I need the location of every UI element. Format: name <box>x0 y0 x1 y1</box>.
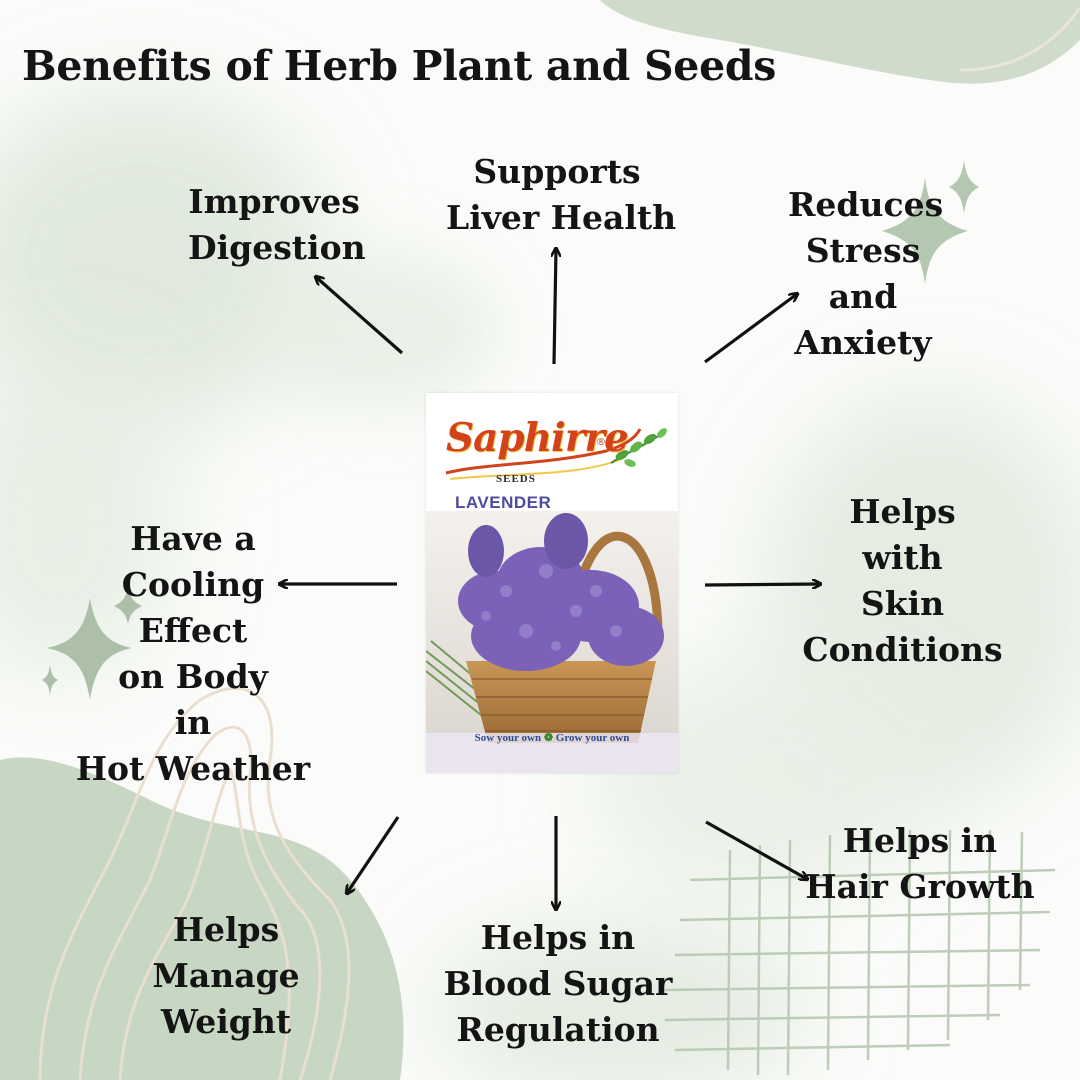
benefit-line: Digestion <box>188 228 366 267</box>
benefit-line: Conditions <box>802 630 1003 669</box>
contour-lines <box>38 686 351 1080</box>
corner-line <box>959 7 1080 72</box>
arrow-improves-digestion <box>316 277 404 355</box>
benefit-line: Improves <box>188 182 360 221</box>
benefit-line: Anxiety <box>794 323 932 362</box>
arrow-reduces-stress <box>704 294 797 364</box>
watercolor-wash <box>0 360 180 680</box>
brand-swoosh <box>445 428 667 480</box>
benefit-line: Helps <box>849 492 956 531</box>
watercolor-wash <box>260 250 500 410</box>
leaf-icon: ❁ <box>543 732 554 744</box>
corner-blob <box>600 0 1080 84</box>
page-title: Benefits of Herb Plant and Seeds <box>22 42 777 90</box>
sparkle-icon <box>882 178 968 284</box>
benefit-line: Helps in <box>480 918 636 957</box>
benefit-line: Hot Weather <box>75 749 311 788</box>
benefit-line: Cooling <box>121 565 265 604</box>
benefit-line: Blood Sugar <box>443 964 673 1003</box>
benefit-blood-sugar: Helps in Blood Sugar Regulation <box>440 915 676 1053</box>
variety-name: LAVENDER <box>455 493 552 512</box>
benefit-improves-digestion: Improves Digestion <box>188 179 366 271</box>
benefit-line: Have a <box>130 519 256 558</box>
benefit-line: Helps in <box>842 821 998 860</box>
benefit-line: Stress <box>805 231 921 270</box>
benefit-line: in <box>174 703 212 742</box>
tagline-right: Grow your own <box>555 732 630 744</box>
sparkle-icon <box>46 598 132 700</box>
tagline-left: Sow your own <box>474 732 542 744</box>
benefit-liver-health: Supports Liver Health <box>446 149 677 241</box>
brand-logo: Saphirre <box>446 415 629 461</box>
watercolor-wash <box>430 920 810 1080</box>
benefit-line: Manage <box>152 956 300 995</box>
arrow-skin-conditions <box>704 584 820 585</box>
benefit-line: and <box>828 277 898 316</box>
benefit-cooling-effect: Have a Cooling Effect on Body in Hot Wea… <box>70 516 316 792</box>
benefit-line: Helps <box>172 910 280 949</box>
sparkle-icon <box>949 160 979 214</box>
arrow-liver-health <box>554 249 556 365</box>
arrow-manage-weight <box>347 816 400 893</box>
benefit-hair-growth: Helps in Hair Growth <box>804 818 1036 910</box>
registered-mark: ® <box>596 437 606 448</box>
benefit-line: Hair Growth <box>805 867 1035 906</box>
corner-blob <box>0 757 404 1080</box>
benefit-skin-conditions: Helps with Skin Conditions <box>800 489 1005 673</box>
lavender-basket-photo <box>426 511 678 773</box>
benefit-line: Regulation <box>456 1010 660 1049</box>
benefit-line: on Body <box>118 657 268 696</box>
benefit-line: with <box>862 538 943 577</box>
benefit-line: Reduces <box>788 185 944 224</box>
grid-pattern <box>664 829 1056 1076</box>
packet-tagline: Sow your own ❁ Grow your own <box>426 731 678 744</box>
benefit-manage-weight: Helps Manage Weight <box>150 907 302 1045</box>
benefit-line: Liver Health <box>446 198 677 237</box>
arrow-hair-growth <box>705 820 807 879</box>
benefit-line: Weight <box>160 1002 292 1041</box>
benefit-reduces-stress: Reduces Stress and Anxiety <box>788 182 944 366</box>
benefit-line: Effect <box>138 611 248 650</box>
seed-packet: Saphirre ® SEEDS LAVENDER <box>426 393 678 773</box>
sparkle-icon <box>42 664 58 696</box>
sparkle-icon <box>114 588 142 624</box>
watercolor-wash <box>0 90 330 430</box>
brand-subtitle: SEEDS <box>496 473 536 485</box>
benefit-line: Skin <box>860 584 945 623</box>
benefit-line: Supports <box>473 152 641 191</box>
